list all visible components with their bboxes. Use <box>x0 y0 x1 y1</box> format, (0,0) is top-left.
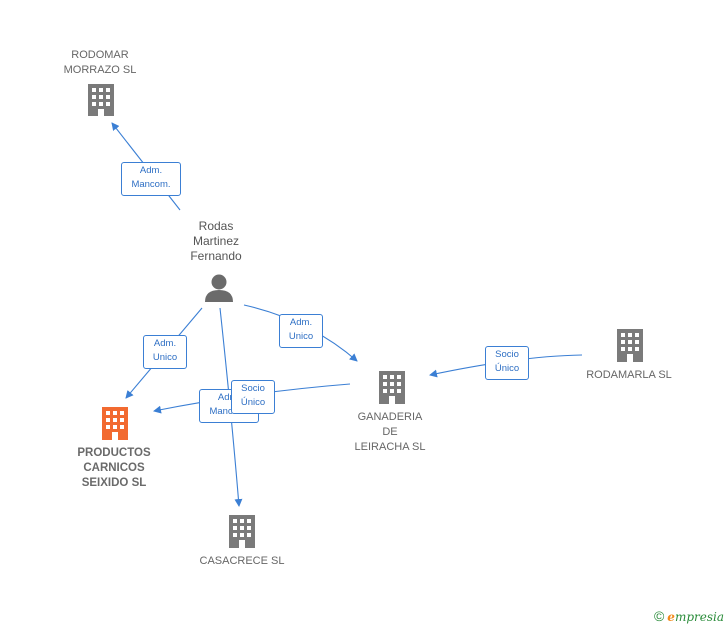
building-icon <box>379 371 405 404</box>
building-icon <box>229 515 255 548</box>
person-icon <box>205 274 233 302</box>
edge-label-person-ganaderia: Adm. Unico <box>279 314 323 348</box>
node-label-ganaderia[interactable]: GANADERIA DE LEIRACHA SL <box>354 411 426 453</box>
building-icon-highlight <box>102 407 128 440</box>
edge-label-person-productos: Adm. Unico <box>143 335 187 369</box>
building-icon <box>617 329 643 362</box>
edge-label-ganaderia-productos: Socio Único <box>231 380 275 414</box>
node-label-casacrece[interactable]: CASACRECE SL <box>199 555 285 567</box>
edge-label-person-rodomar: Adm. Mancom. <box>121 162 181 196</box>
edge-label-rodamarla-ganaderia: Socio Único <box>485 346 529 380</box>
node-label-rodamarla[interactable]: RODAMARLA SL <box>586 369 672 381</box>
building-icon <box>88 84 114 116</box>
node-label-rodomar[interactable]: RODOMAR MORRAZO SL <box>63 49 137 76</box>
node-label-productos[interactable]: PRODUCTOS CARNICOS SEIXIDO SL <box>77 447 151 489</box>
brand-logo: empresia <box>667 610 724 624</box>
brand-footer[interactable]: ©empresia <box>654 608 724 624</box>
node-label-person[interactable]: Rodas Martinez Fernando <box>190 219 242 263</box>
copyright-symbol: © <box>653 608 665 624</box>
